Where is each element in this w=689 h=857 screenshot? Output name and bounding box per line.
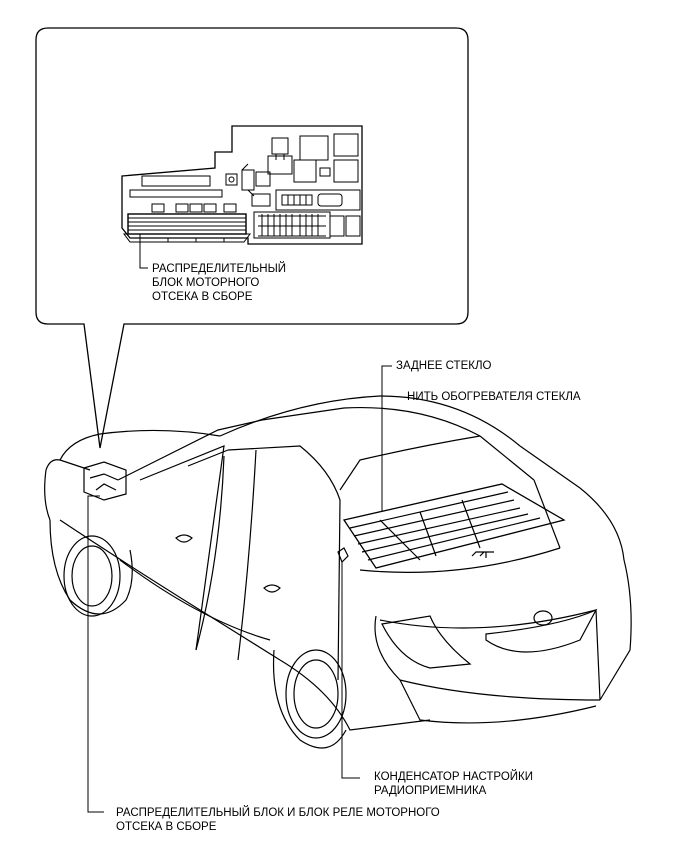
junction-block-leader — [87, 495, 104, 813]
condenser-label: КОНДЕНСАТОР НАСТРОЙКИ РАДИОПРИЕМНИКА — [374, 770, 533, 798]
fuse-box-label-line1: РАСПРЕДЕЛИТЕЛЬНЫЙ — [152, 263, 287, 275]
junction-block-label-line2: ОТСЕКА В СБОРЕ — [116, 821, 217, 833]
rear-glass-label: ЗАДНЕЕ СТЕКЛО — [396, 360, 492, 372]
junction-block-label-line1: РАСПРЕДЕЛИТЕЛЬНЫЙ БЛОК И БЛОК РЕЛЕ МОТОР… — [116, 807, 440, 819]
engine-fuse-box-detail — [121, 125, 363, 245]
junction-block-label: РАСПРЕДЕЛИТЕЛЬНЫЙ БЛОК И БЛОК РЕЛЕ МОТОР… — [116, 806, 440, 834]
rear-glass-leader — [381, 365, 392, 512]
condenser-leader — [341, 562, 360, 779]
callout-bubble — [35, 27, 469, 449]
defogger-wire-label: - НИТЬ ОБОГРЕВАТЕЛЯ СТЕКЛА — [400, 391, 581, 403]
car-illustration — [44, 395, 632, 749]
condenser-label-line1: КОНДЕНСАТОР НАСТРОЙКИ — [374, 771, 533, 783]
fuse-box-label-line3: ОТСЕКА В СБОРЕ — [152, 291, 253, 303]
fuse-box-leader — [139, 234, 148, 269]
fuse-box-label-line2: БЛОК МОТОРНОГО — [152, 277, 260, 289]
fuse-box-label: РАСПРЕДЕЛИТЕЛЬНЫЙ БЛОК МОТОРНОГО ОТСЕКА … — [152, 262, 286, 304]
condenser-label-line2: РАДИОПРИЕМНИКА — [374, 785, 487, 797]
